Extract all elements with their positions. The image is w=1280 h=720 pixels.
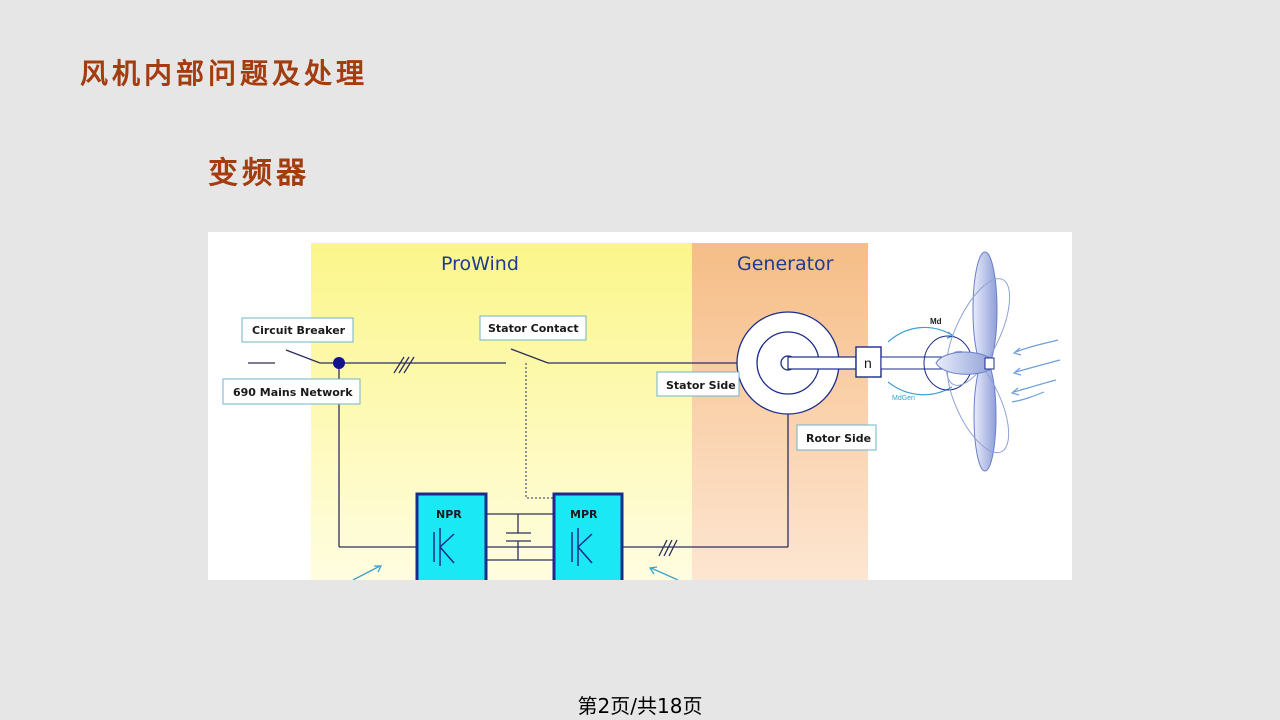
control-line bbox=[525, 363, 554, 499]
circuit-breaker-label: Circuit Breaker bbox=[252, 324, 346, 337]
rotor-side-label: Rotor Side bbox=[806, 432, 871, 445]
npr-label: NPR bbox=[436, 508, 462, 521]
prowind-zone bbox=[311, 243, 692, 580]
airflow-arrows bbox=[352, 565, 679, 580]
stator-contact-label-box: Stator Contact bbox=[479, 315, 587, 341]
mpr-converter: MPR bbox=[552, 492, 624, 580]
mains-network-label-box: 690 Mains Network bbox=[222, 378, 361, 405]
wind-turbine-rotor-icon bbox=[935, 251, 1011, 472]
page-number: 第2页/共18页 bbox=[577, 694, 703, 718]
slide-subtitle: 变频器 bbox=[208, 156, 310, 191]
generator-header: Generator bbox=[737, 253, 834, 275]
circuit-breaker-label-box: Circuit Breaker bbox=[241, 317, 354, 343]
junction-node bbox=[333, 357, 345, 369]
wind-arrows-icon bbox=[1010, 339, 1061, 403]
stator-contact-label: Stator Contact bbox=[488, 322, 579, 335]
generator-icon bbox=[736, 311, 857, 415]
stator-side-label: Stator Side bbox=[666, 379, 736, 392]
mains-network-label: 690 Mains Network bbox=[233, 386, 353, 399]
converter-diagram: ProWind Generator bbox=[208, 232, 1072, 580]
stator-side-label-box: Stator Side bbox=[656, 371, 740, 397]
md-label: Md bbox=[930, 317, 942, 326]
speed-label: n bbox=[864, 355, 872, 371]
npr-converter: NPR bbox=[415, 492, 488, 580]
md-gen-label: MdGen bbox=[892, 395, 915, 402]
prowind-header: ProWind bbox=[441, 253, 519, 275]
slide-title: 风机内部问题及处理 bbox=[80, 57, 369, 90]
mpr-label: MPR bbox=[570, 508, 598, 521]
rotor-side-label-box: Rotor Side bbox=[796, 424, 877, 451]
